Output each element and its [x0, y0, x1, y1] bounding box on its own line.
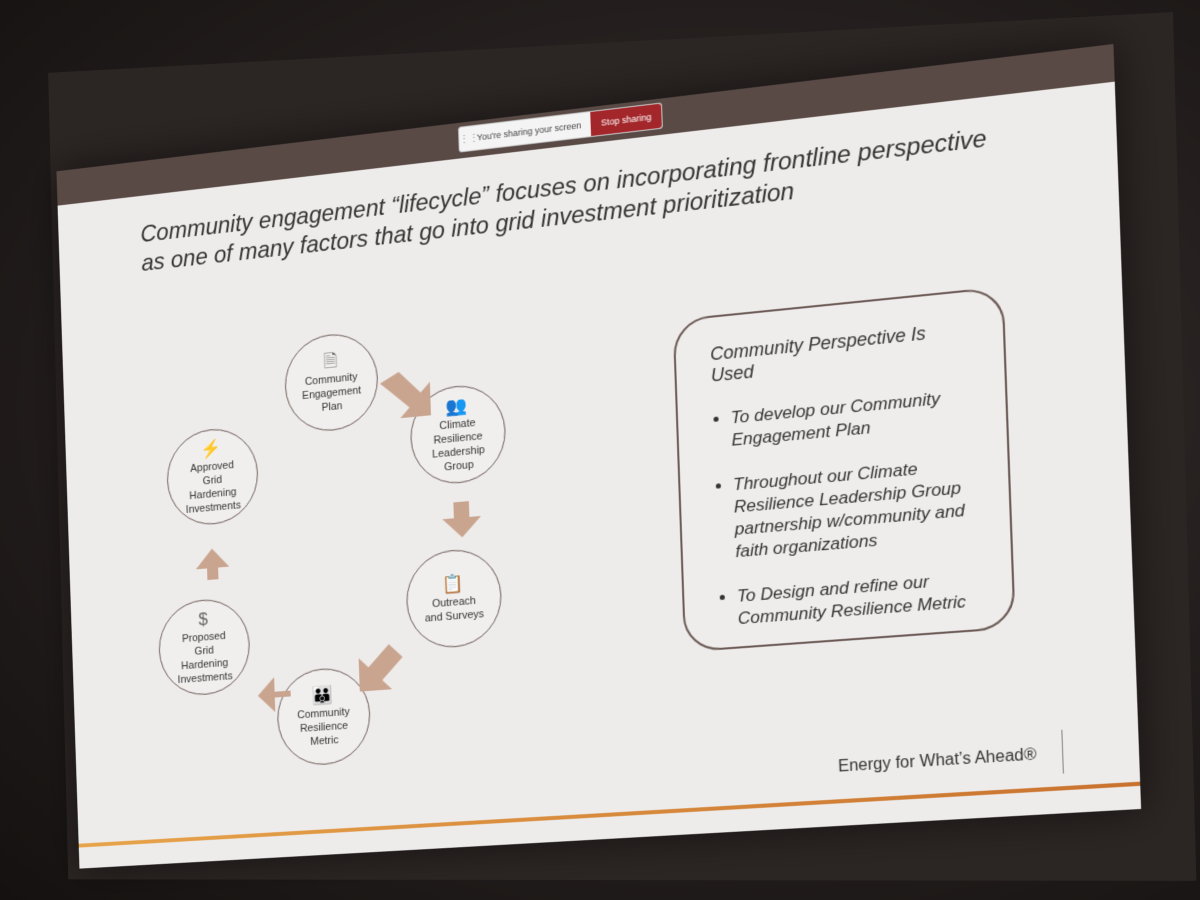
- callout-bullet: To develop our Community Engagement Plan: [730, 384, 978, 452]
- tagline-divider: [1061, 729, 1064, 774]
- people-group-icon: 👥: [445, 394, 469, 417]
- dollar-icon: $: [198, 609, 209, 630]
- brand-tagline: Energy for What’s Ahead®: [837, 746, 1037, 776]
- node-community-resilience-metric: 👪 Community Resilience Metric: [275, 665, 372, 768]
- callout-bullets: To develop our Community Engagement Plan…: [712, 384, 985, 631]
- drag-handle-icon[interactable]: ⋮⋮: [459, 131, 479, 146]
- node-climate-resilience-leadership-group: 👥 Climate Resilience Leadership Group: [408, 381, 508, 488]
- slide: ⋮⋮ You're sharing your screen Stop shari…: [56, 43, 1142, 869]
- node-label: Proposed Grid Hardening Investments: [177, 630, 233, 687]
- node-approved-grid-hardening-investments: ⚡ Approved Grid Hardening Investments: [165, 425, 260, 529]
- clipboard-icon: 📋: [442, 573, 465, 595]
- arrow-leadership-to-outreach: [441, 500, 482, 540]
- arrow-outreach-to-metric: [358, 643, 404, 692]
- community-perspective-callout: Community Perspective Is Used To develop…: [672, 286, 1016, 653]
- node-label: Climate Resilience Leadership Group: [431, 417, 486, 474]
- callout-bullet: Throughout our Climate Resilience Leader…: [733, 453, 983, 564]
- node-outreach-and-surveys: 📋 Outreach and Surveys: [404, 546, 504, 651]
- node-community-engagement-plan: 🗎 Community Engagement Plan: [283, 329, 380, 435]
- document-icon: 🗎: [323, 350, 338, 372]
- transmission-tower-icon: ⚡: [200, 438, 223, 460]
- callout-bullet: To Design and refine our Community Resil…: [737, 566, 986, 630]
- node-label: Community Resilience Metric: [297, 706, 351, 748]
- people-trend-icon: 👪: [311, 684, 334, 706]
- arrow-proposed-to-approved: [195, 547, 230, 581]
- node-label: Outreach and Surveys: [424, 594, 485, 625]
- callout-title: Community Perspective Is Used: [709, 322, 927, 386]
- node-label: Approved Grid Hardening Investments: [185, 459, 242, 516]
- node-proposed-grid-hardening-investments: $ Proposed Grid Hardening Investments: [157, 596, 252, 698]
- node-label: Community Engagement Plan: [301, 371, 362, 414]
